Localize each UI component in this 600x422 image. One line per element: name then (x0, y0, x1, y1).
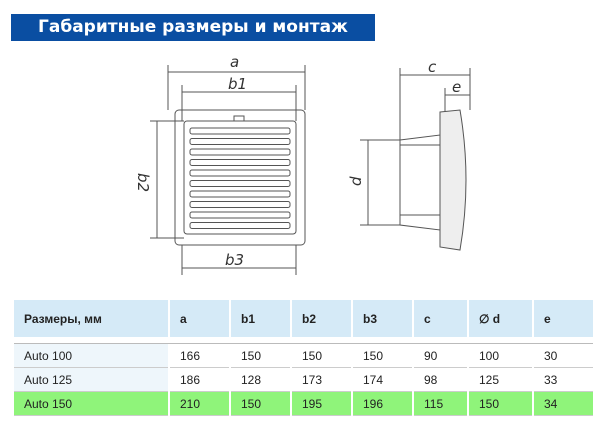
grille-slat (189, 201, 291, 208)
dimension-value: 115 (414, 392, 467, 416)
dimension-value: 98 (414, 368, 467, 392)
dimension-value: 34 (534, 392, 593, 416)
dimension-value: 195 (292, 392, 351, 416)
grille-slat (189, 159, 291, 166)
dimension-value: 174 (353, 368, 412, 392)
front-view: a b1 b2 b3 (134, 53, 306, 275)
dimension-value: 150 (231, 392, 290, 416)
dimension-value: 150 (353, 344, 412, 368)
header-sizes: Размеры, мм (14, 300, 168, 337)
grille-slat (189, 138, 291, 145)
header-a: a (170, 300, 229, 337)
dimension-value: 33 (534, 368, 593, 392)
grille-slat (189, 148, 291, 156)
dimension-drawing: a b1 b2 b3 c e d (134, 53, 471, 275)
header-b2: b2 (292, 300, 351, 337)
model-name: Auto 100 (14, 344, 168, 368)
dimension-value: 173 (292, 368, 351, 392)
side-view: c e d (347, 58, 471, 251)
header-b1: b1 (231, 300, 290, 337)
label-c: c (428, 58, 437, 76)
header-b3: b3 (353, 300, 412, 337)
grille-slat (189, 211, 291, 219)
dimension-value: 128 (231, 368, 290, 392)
dimension-value: 166 (170, 344, 229, 368)
label-a: a (230, 53, 239, 71)
label-b2: b2 (134, 173, 152, 192)
header-d: ∅ d (469, 300, 532, 337)
dimension-value: 196 (353, 392, 412, 416)
header-e: e (534, 300, 593, 337)
dimension-value: 150 (231, 344, 290, 368)
model-name: Auto 125 (14, 368, 168, 392)
dimension-value: 125 (469, 368, 532, 392)
header-c: c (414, 300, 467, 337)
grille-slat (189, 127, 291, 135)
dimension-value: 210 (170, 392, 229, 416)
dimension-value: 150 (469, 392, 532, 416)
dimension-value: 150 (292, 344, 351, 368)
grille-slat (189, 180, 291, 187)
grille-slat (189, 169, 291, 177)
grille-slat (189, 222, 291, 229)
label-d: d (347, 176, 365, 186)
grille-slat (189, 190, 291, 198)
model-name: Auto 150 (14, 392, 168, 416)
section-title: Габаритные размеры и монтаж (11, 14, 375, 41)
label-b3: b3 (225, 251, 244, 269)
label-b1: b1 (228, 75, 247, 93)
label-e: e (452, 78, 461, 96)
dimension-value: 30 (534, 344, 593, 368)
dimension-value: 186 (170, 368, 229, 392)
dimension-value: 100 (469, 344, 532, 368)
dimension-value: 90 (414, 344, 467, 368)
